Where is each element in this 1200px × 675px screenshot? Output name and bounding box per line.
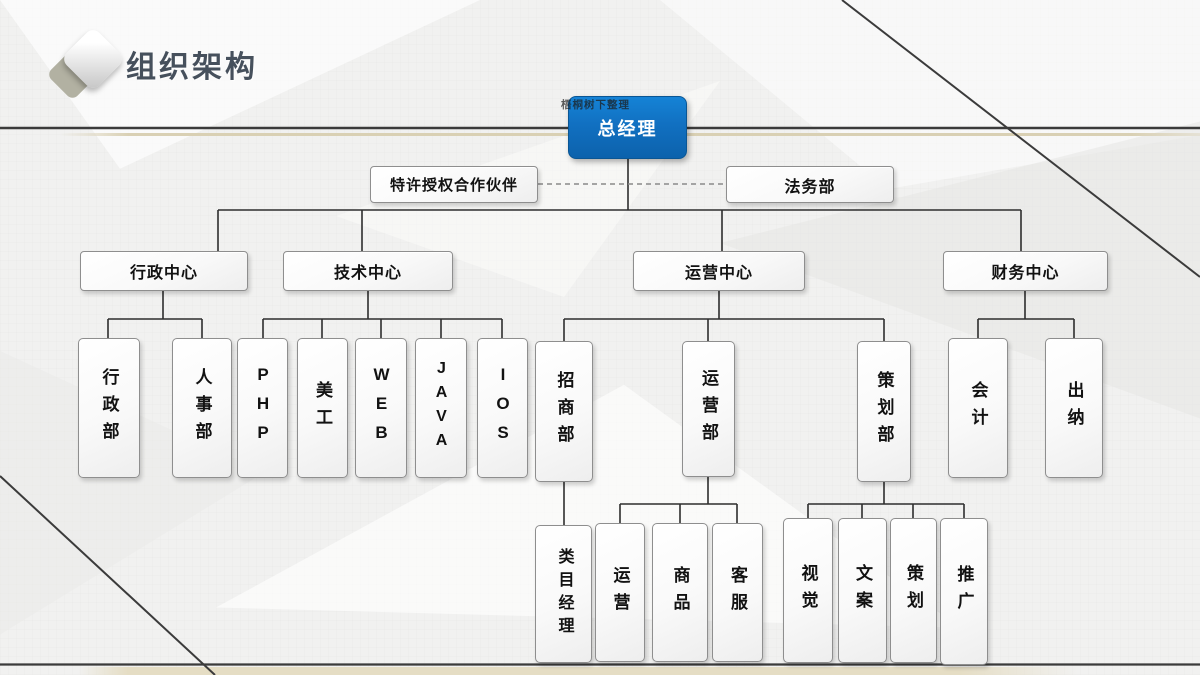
org-node-planning-team: 策划	[890, 518, 937, 663]
org-node-accounting: 会计	[948, 338, 1008, 478]
org-node-operation-center: 运营中心	[633, 251, 805, 291]
org-node-operation-dept: 运营部	[682, 341, 735, 477]
page-title: 组织架构	[126, 51, 258, 84]
org-node-operations-team: 运营	[595, 523, 645, 662]
org-node-ios: IOS	[477, 338, 528, 478]
org-node-visual-team: 视觉	[783, 518, 833, 663]
org-node-designer: 美工	[297, 338, 348, 478]
org-node-general-manager: 总经理	[568, 96, 687, 159]
org-node-admin-dept: 行政部	[78, 338, 140, 478]
decor-tan-band	[78, 667, 1078, 675]
org-node-franchise-partners: 特许授权合作伙伴	[370, 166, 538, 203]
org-node-finance-center: 财务中心	[943, 251, 1108, 291]
org-node-copywriting-team: 文案	[838, 518, 887, 663]
org-node-tech-center: 技术中心	[283, 251, 453, 291]
org-node-merchants-dept: 招商部	[535, 341, 593, 482]
org-node-admin-center: 行政中心	[80, 251, 248, 291]
org-node-customer-service-team: 客服	[712, 523, 763, 662]
org-node-web: WEB	[355, 338, 407, 478]
org-node-planning-dept: 策划部	[857, 341, 911, 482]
org-node-java: JAVA	[415, 338, 467, 478]
watermark-text: 梧桐树下整理	[561, 99, 630, 111]
org-node-php: PHP	[237, 338, 288, 478]
org-node-legal-dept: 法务部	[726, 166, 894, 203]
org-node-category-manager: 类目经理	[535, 525, 592, 663]
org-node-cashier: 出纳	[1045, 338, 1103, 478]
org-node-promotion-team: 推广	[940, 518, 988, 665]
org-node-hr-dept: 人事部	[172, 338, 232, 478]
org-node-product-team: 商品	[652, 523, 708, 662]
